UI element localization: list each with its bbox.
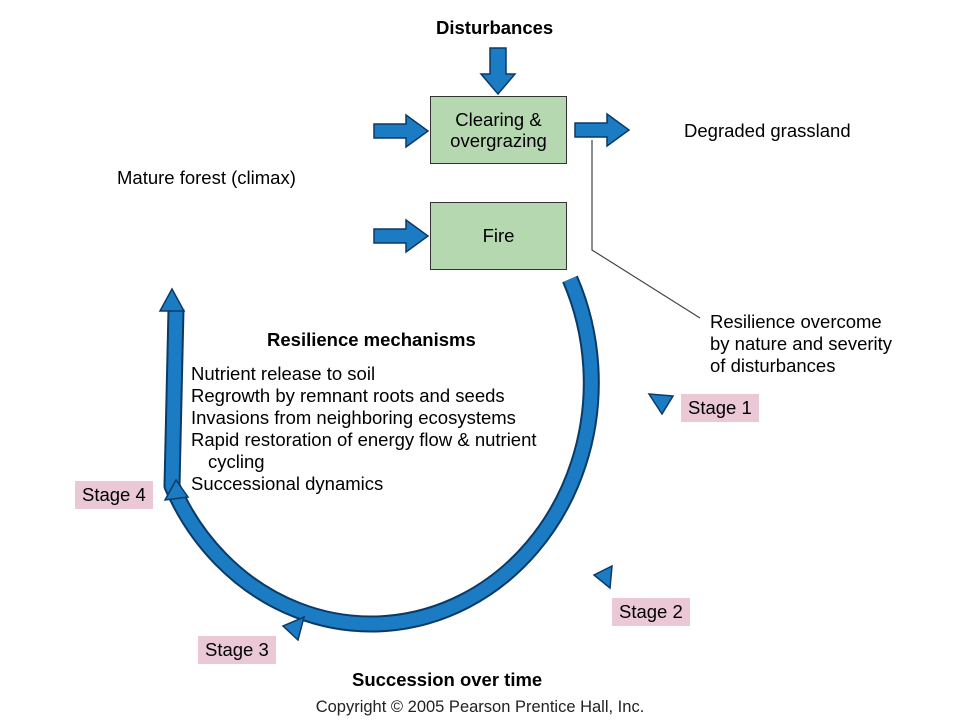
resilience-overcome-note: Resilience overcome by nature and severi… [710,311,892,376]
resilience-overcome-connector [591,140,701,319]
list-item-text: Successional dynamics [191,473,384,494]
clearing-input-arrow [373,113,430,149]
list-item: Nutrient release to soil [191,363,537,385]
stage-1-label: Stage 1 [681,394,759,422]
resilience-mechanisms-heading: Resilience mechanisms [267,329,476,350]
stage-4-arrowhead [163,478,190,501]
mature-forest-label: Mature forest (climax) [117,167,296,188]
list-item: Regrowth by remnant roots and seeds [191,385,537,407]
copyright-text: Copyright © 2005 Pearson Prentice Hall, … [315,698,645,716]
clearing-overgrazing-box: Clearing & overgrazing [430,96,567,164]
list-item-text: Nutrient release to soil [191,363,376,384]
resilience-mechanisms-list: Nutrient release to soil Regrowth by rem… [191,363,537,495]
list-item-text: Regrowth by remnant roots and seeds [191,385,505,406]
clearing-overgrazing-label: Clearing & overgrazing [450,108,547,151]
stage-3-arrowhead [281,615,306,642]
list-item-text: Rapid restoration of energy flow & nutri… [191,429,537,450]
disturbances-down-arrow [479,47,517,96]
fire-box: Fire [430,202,567,270]
list-item: Rapid restoration of energy flow & nutri… [191,429,537,473]
stage-1-arrowhead [647,393,675,416]
degraded-grassland-label: Degraded grassland [684,120,851,141]
list-item-continuation: cycling [208,451,265,472]
succession-cycle-band-fill [165,276,598,631]
list-item: Successional dynamics [191,473,537,495]
fire-label: Fire [482,225,515,247]
resilience-overcome-line-1: Resilience overcome [710,311,882,332]
resilience-overcome-line-2: by nature and severity [710,332,893,354]
resilience-overcome-line-3: of disturbances [710,354,836,376]
stage-2-label: Stage 2 [612,598,690,626]
fire-input-arrow [373,218,430,254]
disturbances-title: Disturbances [436,17,554,38]
stage-3-label: Stage 3 [198,636,276,664]
clearing-output-arrow [574,112,631,148]
stage-2-arrowhead [592,564,613,590]
list-item-text: Invasions from neighboring ecosystems [191,407,516,428]
stage-4-label: Stage 4 [75,481,153,509]
cycle-end-arrowhead [158,287,186,312]
succession-over-time-label: Succession over time [352,669,543,690]
list-item: Invasions from neighboring ecosystems [191,407,537,429]
